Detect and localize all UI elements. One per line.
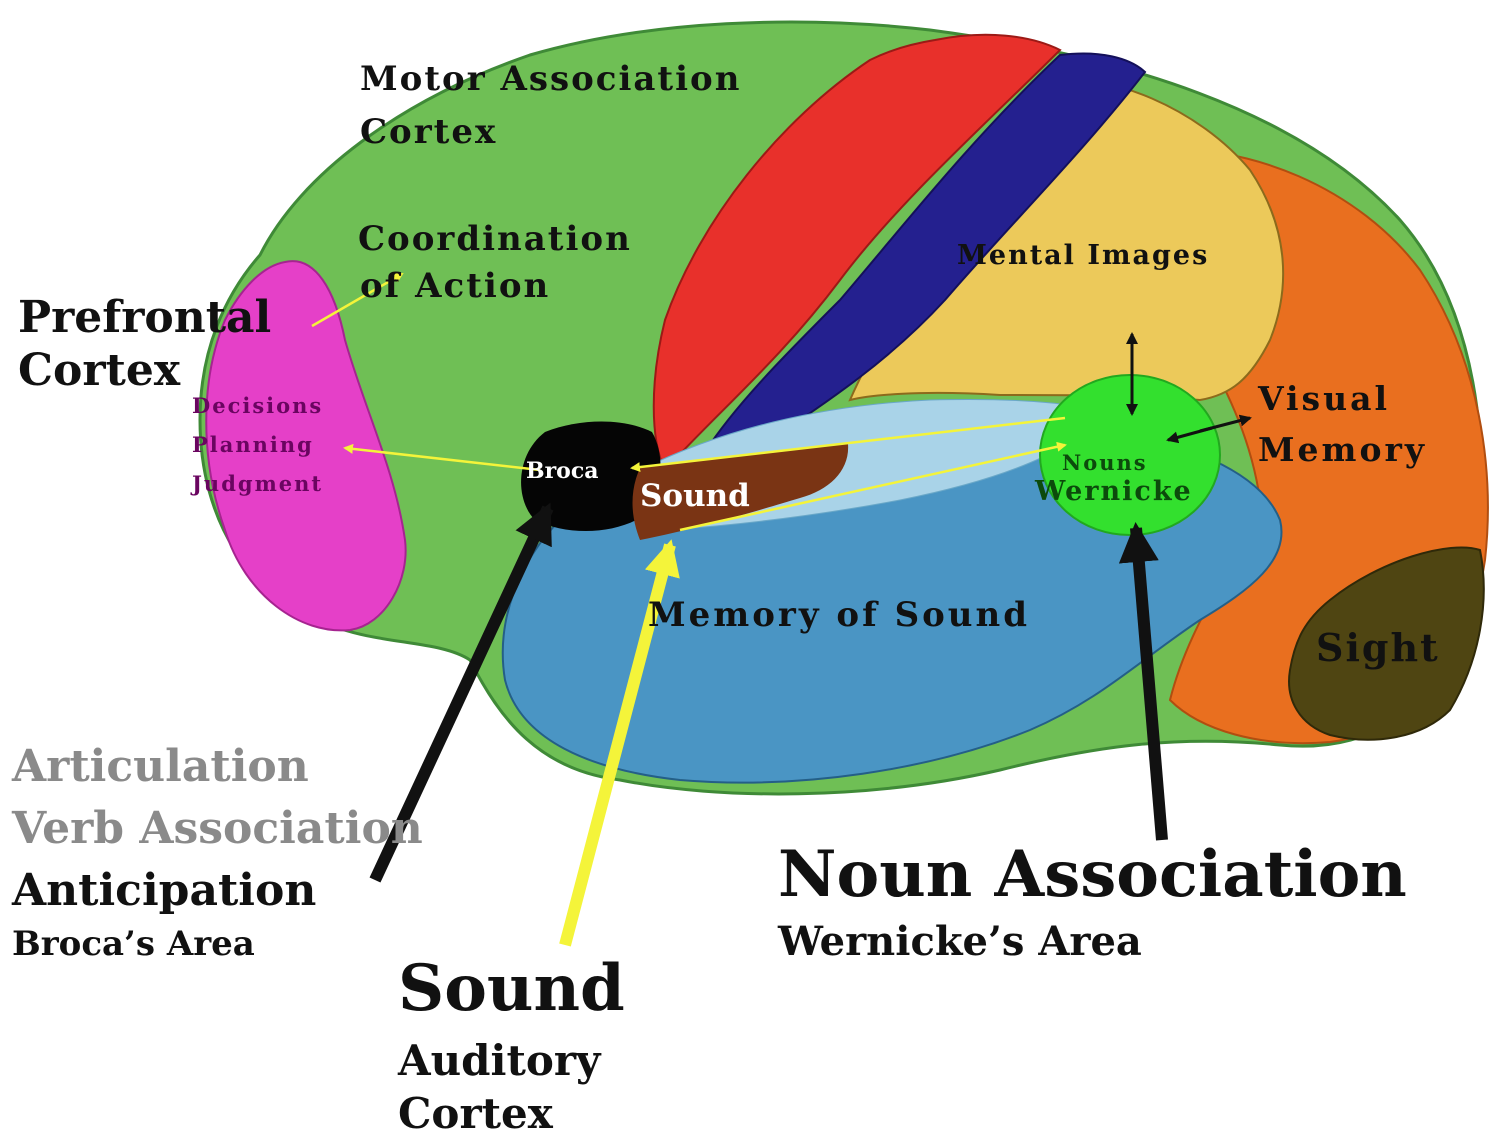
label-visual-memory: Memory: [1258, 430, 1427, 469]
label-decisions: Decisions: [192, 393, 323, 418]
label-visual: Visual: [1257, 379, 1390, 418]
label-brocas-area: Broca’s Area: [12, 924, 255, 964]
label-verb-association: Verb Association: [11, 803, 423, 854]
label-broca-region: Broca: [526, 458, 599, 484]
label-nouns: Nouns: [1062, 450, 1148, 475]
label-mental-images: Mental Images: [957, 240, 1209, 271]
label-wernickes-area: Wernicke’s Area: [777, 918, 1142, 965]
label-articulation: Articulation: [11, 741, 309, 792]
label-planning: Planning: [192, 432, 314, 457]
label-anticipation: Anticipation: [11, 865, 316, 916]
label-motor-association-cortex: Cortex: [360, 112, 497, 152]
label-wernicke-region: Wernicke: [1034, 476, 1193, 507]
label-sound-big: Sound: [398, 951, 625, 1026]
label-prefrontal: Prefrontal: [18, 292, 271, 343]
label-prefrontal-cortex: Cortex: [18, 345, 181, 396]
label-motor-association: Motor Association: [360, 59, 741, 99]
label-auditory-cortex: Cortex: [398, 1089, 554, 1137]
label-memory-of-sound: Memory of Sound: [648, 595, 1030, 635]
label-judgment: Judgment: [190, 471, 323, 496]
label-sight: Sight: [1316, 625, 1440, 670]
label-coordination: Coordination: [358, 219, 632, 259]
label-noun-association: Noun Association: [778, 837, 1407, 912]
label-auditory: Auditory: [397, 1036, 602, 1085]
label-of-action: of Action: [360, 266, 550, 306]
label-sound-region: Sound: [640, 478, 750, 514]
